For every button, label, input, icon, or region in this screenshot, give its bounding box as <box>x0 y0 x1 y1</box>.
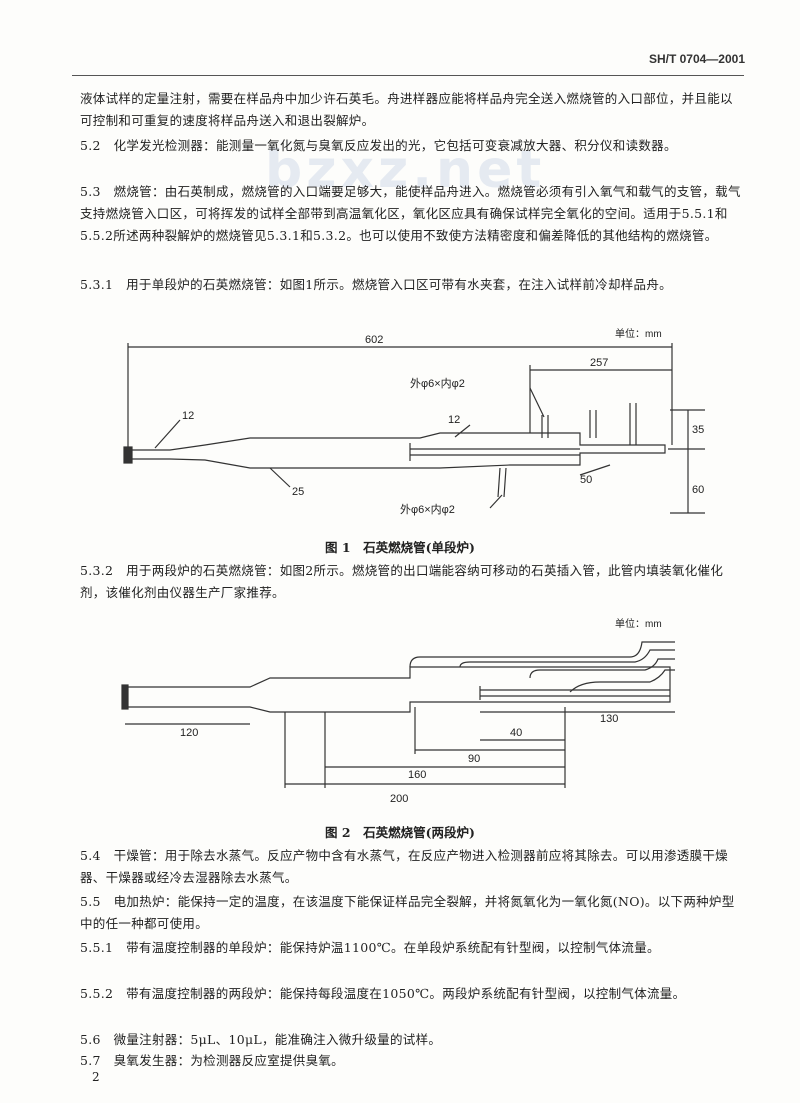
figure-1-caption: 图 1 石英燃烧管(单段炉) <box>325 540 475 555</box>
dim-35: 35 <box>692 424 704 436</box>
page-number: 2 <box>92 1070 100 1084</box>
dim-40: 40 <box>510 727 522 739</box>
paragraph-intro: 液体试样的定量注射，需要在样品舟中加少许石英毛。舟进样器应能将样品舟完全送入燃烧… <box>80 91 733 128</box>
figure-1-diagram: 单位：mm 602 257 外φ6×内φ2 12 12 35 50 60 25 … <box>123 327 705 516</box>
dim-602: 602 <box>365 334 383 346</box>
dim-90: 90 <box>468 753 480 765</box>
paragraph-5-3-2: 5.3.2 用于两段炉的石英燃烧管：如图2所示。燃烧管的出口端能容纳可移动的石英… <box>80 563 724 600</box>
dim-60: 60 <box>692 484 704 496</box>
figure-2-unit: 单位：mm <box>615 617 662 630</box>
dim-50: 50 <box>580 474 592 486</box>
dim-120: 120 <box>180 727 198 739</box>
figure-2-caption: 图 2 石英燃烧管(两段炉) <box>325 825 475 840</box>
dim-12-left: 12 <box>182 410 194 422</box>
header-rule <box>72 75 744 76</box>
paragraph-5-4: 5.4 干燥管：用于除去水蒸气。反应产物中含有水蒸气，在反应产物进入检测器前应将… <box>80 848 728 885</box>
paragraph-5-6: 5.6 微量注射器：5μL、10μL，能准确注入微升级量的试样。 <box>80 1032 442 1047</box>
paragraph-5-3-1: 5.3.1 用于单段炉的石英燃烧管：如图1所示。燃烧管入口区可带有水夹套，在注入… <box>80 277 672 292</box>
figure-1-unit: 单位：mm <box>615 327 662 340</box>
branch-bottom-label: 外φ6×内φ2 <box>400 502 455 516</box>
dim-160: 160 <box>408 769 426 781</box>
paragraph-5-5-1: 5.5.1 带有温度控制器的单段炉：能保持炉温1100℃。在单段炉系统配有针型阀… <box>80 940 660 955</box>
dim-200: 200 <box>390 793 408 805</box>
paragraph-5-2: 5.2 化学发光检测器：能测量一氧化氮与臭氧反应发出的光，它包括可变衰减放大器、… <box>80 138 677 153</box>
page-header-standard-number: SH/T 0704—2001 <box>648 52 745 66</box>
dim-12-mid: 12 <box>448 414 460 426</box>
paragraph-5-5-2: 5.5.2 带有温度控制器的两段炉：能保持每段温度在1050℃。两段炉系统配有针… <box>80 986 686 1001</box>
paragraph-5-5: 5.5 电加热炉：能保持一定的温度，在该温度下能保证样品完全裂解，并将氮氧化为一… <box>80 894 735 931</box>
figure-2-diagram: 单位：mm 120 130 40 90 160 200 <box>121 617 675 805</box>
dim-130: 130 <box>600 713 618 725</box>
paragraph-5-3: 5.3 燃烧管：由石英制成，燃烧管的入口端要足够大，能使样品舟进入。燃烧管必须有… <box>80 184 741 243</box>
dim-25: 25 <box>292 486 304 498</box>
branch-top-label: 外φ6×内φ2 <box>410 376 465 390</box>
dim-257: 257 <box>590 357 608 369</box>
paragraph-5-7: 5.7 臭氧发生器：为检测器反应室提供臭氧。 <box>80 1053 344 1068</box>
watermark: bzxz.net <box>265 140 546 200</box>
